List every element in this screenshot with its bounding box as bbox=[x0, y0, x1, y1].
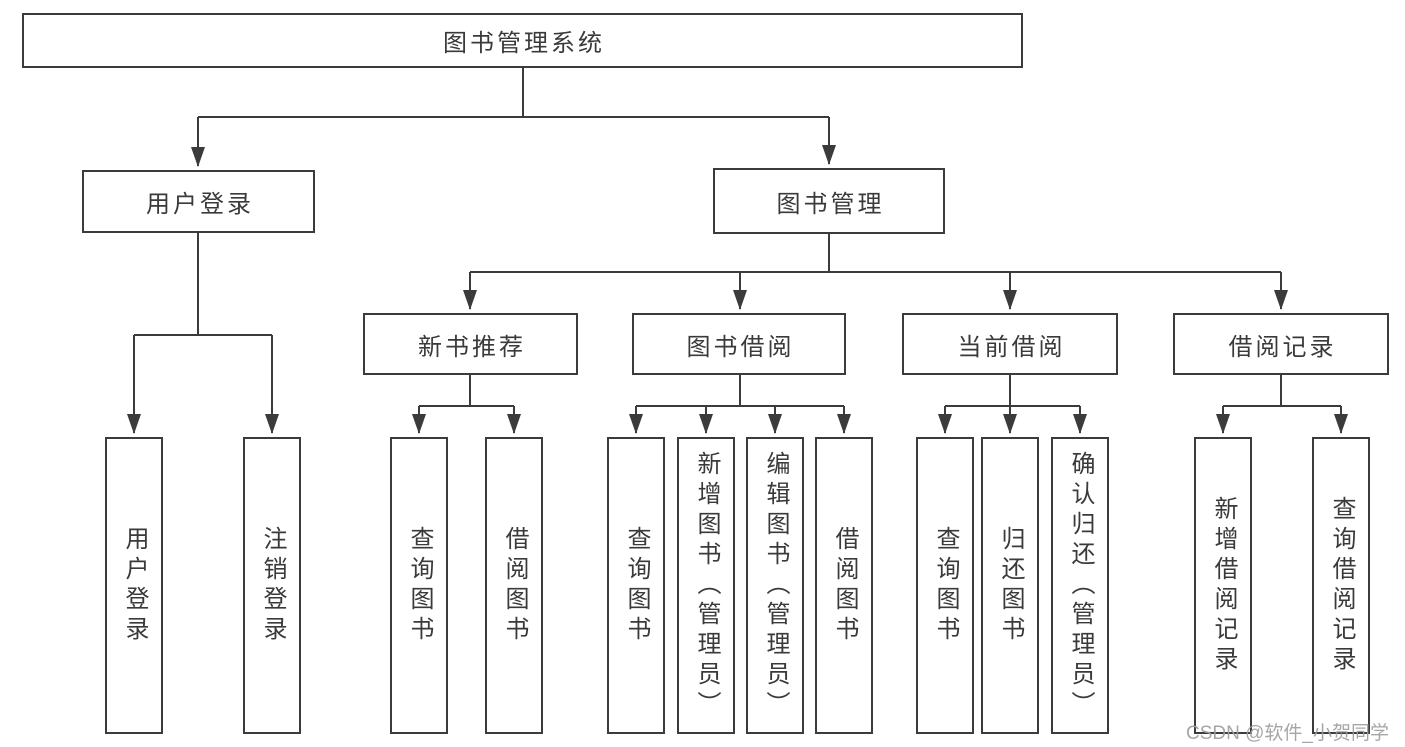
edge-borrow-trunk bbox=[636, 375, 844, 407]
edge-root-trunk bbox=[198, 68, 829, 118]
edge-newbooks-trunk bbox=[419, 375, 514, 407]
leaf-cb-query-books: 查询图书 bbox=[916, 437, 974, 734]
csdn-watermark: CSDN @软件_小贺同学 bbox=[1186, 723, 1389, 744]
edge-userlogin-trunk bbox=[134, 233, 272, 336]
leaf-logout: 注销登录 bbox=[243, 437, 301, 734]
node-book-borrowing: 图书借阅 bbox=[632, 313, 846, 375]
leaf-user-login: 用户登录 bbox=[105, 437, 163, 734]
leaf-bb-add-books-admin: 新增图书（管理员） bbox=[677, 437, 735, 734]
node-new-book-recommend: 新书推荐 bbox=[363, 313, 578, 375]
leaf-bb-query-books: 查询图书 bbox=[607, 437, 665, 734]
leaf-cb-confirm-return-admin: 确认归还（管理员） bbox=[1051, 437, 1109, 734]
leaf-nb-borrow-books: 借阅图书 bbox=[485, 437, 543, 734]
leaf-cb-return-books: 归还图书 bbox=[981, 437, 1039, 734]
node-book-management: 图书管理 bbox=[713, 168, 945, 234]
node-user-login: 用户登录 bbox=[82, 170, 315, 233]
leaf-bb-edit-books-admin: 编辑图书（管理员） bbox=[746, 437, 804, 734]
leaf-bb-borrow-books: 借阅图书 bbox=[815, 437, 873, 734]
edge-records-trunk bbox=[1223, 375, 1341, 407]
leaf-br-add-record: 新增借阅记录 bbox=[1194, 437, 1252, 734]
leaf-nb-query-books: 查询图书 bbox=[390, 437, 448, 734]
node-borrow-records: 借阅记录 bbox=[1173, 313, 1389, 375]
edge-bookmgmt-trunk bbox=[470, 234, 1281, 273]
node-root-system: 图书管理系统 bbox=[22, 13, 1023, 68]
edge-current-trunk bbox=[945, 375, 1080, 407]
node-current-borrowing: 当前借阅 bbox=[902, 313, 1118, 375]
leaf-br-query-record: 查询借阅记录 bbox=[1312, 437, 1370, 734]
